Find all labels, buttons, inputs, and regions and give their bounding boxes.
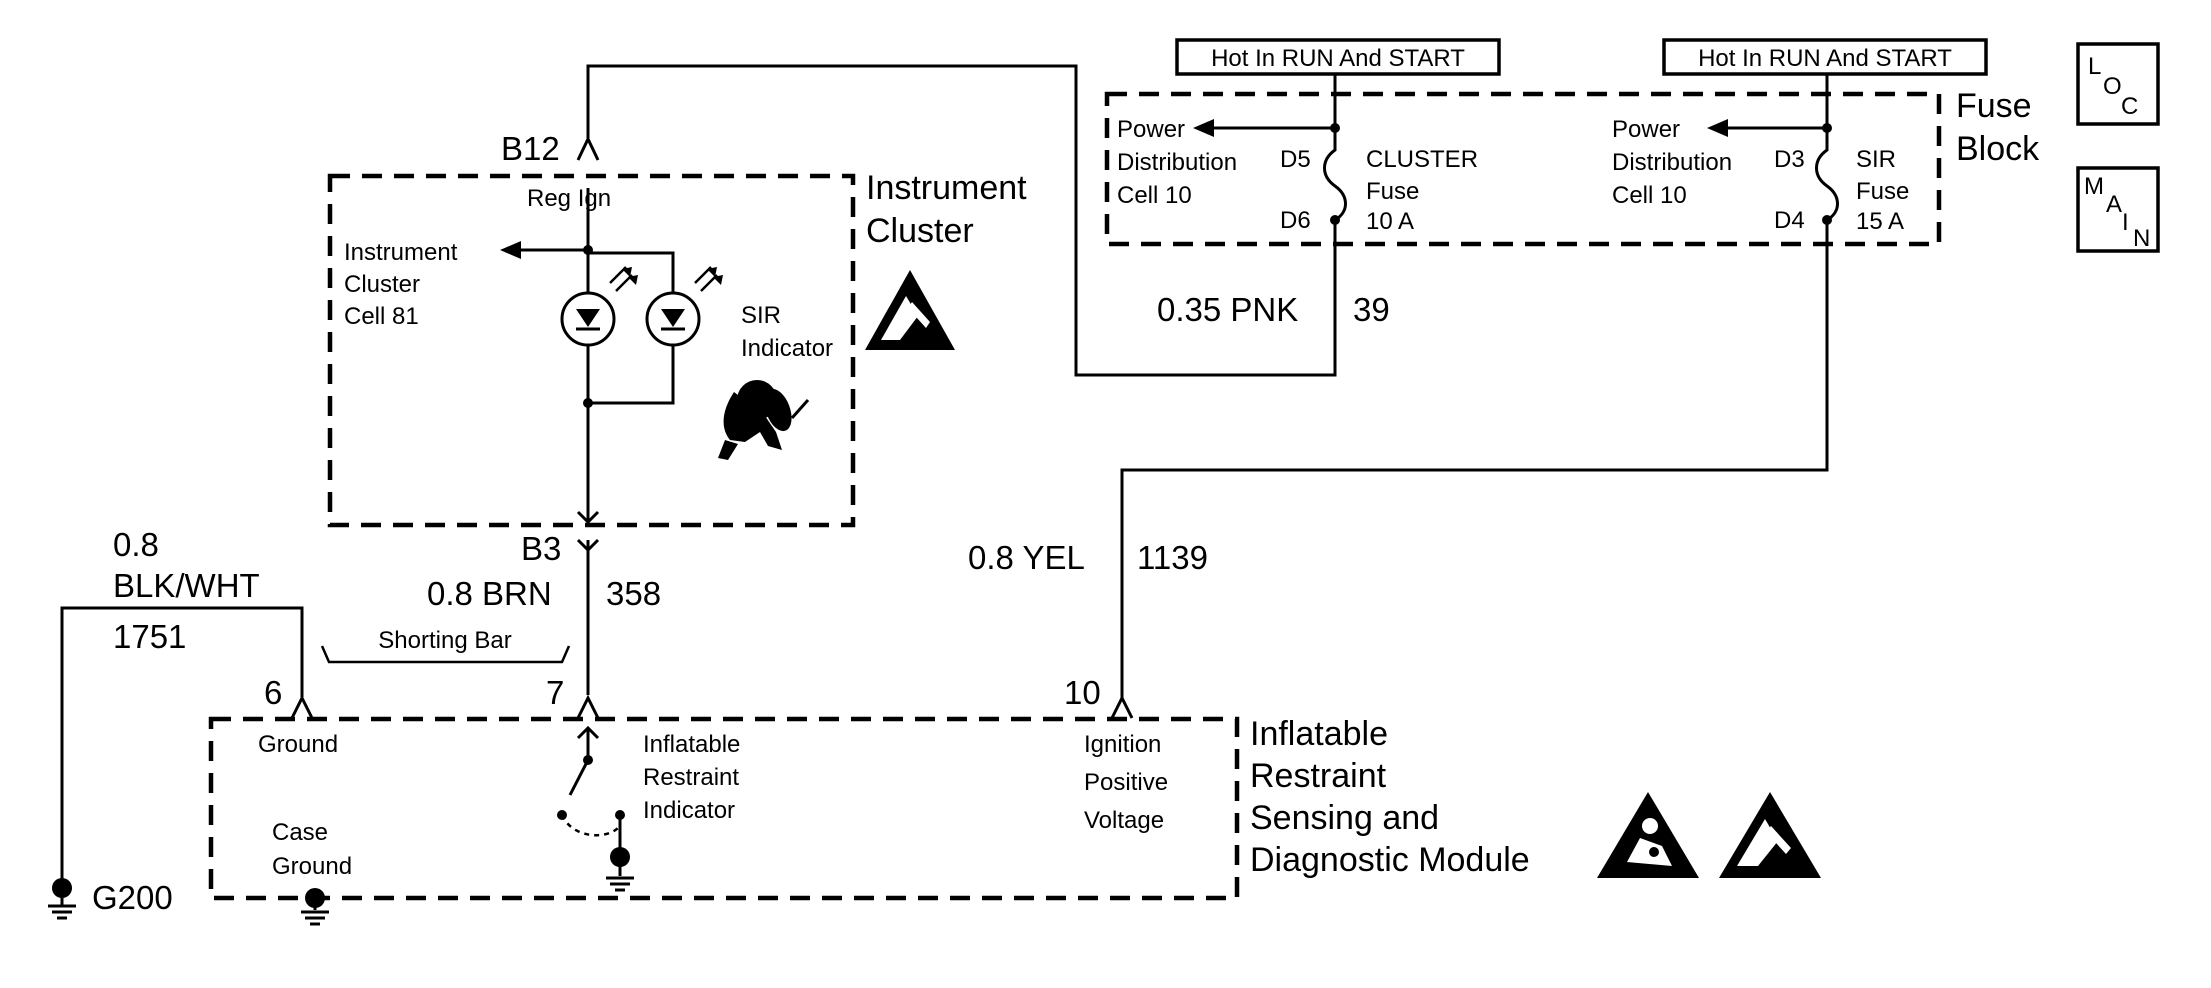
loc-letter-l: L bbox=[2088, 53, 2101, 80]
hot-label-right: Hot In RUN And START bbox=[1698, 45, 1952, 72]
cluster-pdc-line1: Power bbox=[1117, 116, 1185, 143]
iri-line2: Restraint bbox=[643, 764, 739, 791]
connector-pin-10 bbox=[1110, 694, 1134, 719]
airbag-occupant-icon bbox=[718, 380, 810, 460]
loc-letter-c: C bbox=[2121, 93, 2138, 120]
pin-10-label: 10 bbox=[1064, 674, 1101, 711]
cluster-pdc-line3: Cell 10 bbox=[1117, 182, 1192, 209]
cluster-cell-line1: Instrument bbox=[344, 239, 458, 266]
esd-warning-icon-module bbox=[1719, 792, 1821, 878]
connector-b3 bbox=[576, 538, 600, 553]
wire-blk-wht-1751 bbox=[60, 606, 304, 888]
module-title: Inflatable bbox=[1250, 715, 1388, 753]
loc-box bbox=[2076, 42, 2160, 126]
instrument-cluster-title: Instrument bbox=[866, 169, 1027, 207]
fuse-block-outline bbox=[1104, 91, 1942, 247]
cluster-internal-wiring bbox=[583, 188, 675, 520]
g200-label: G200 bbox=[92, 879, 173, 916]
instrument-cluster-outline bbox=[327, 173, 856, 528]
sir-pdc-line1: Power bbox=[1612, 116, 1680, 143]
module-ground-label: Ground bbox=[258, 731, 338, 758]
connector-pin-7 bbox=[576, 694, 600, 719]
shorting-bar bbox=[320, 645, 571, 664]
module-outline bbox=[208, 716, 1240, 901]
hot-label-left-box bbox=[1175, 38, 1501, 76]
connector-b12-label: B12 bbox=[501, 130, 560, 167]
hot-label-left: Hot In RUN And START bbox=[1211, 45, 1465, 72]
module-title-4: Diagnostic Module bbox=[1250, 841, 1530, 879]
sir-fuse-name: SIR bbox=[1856, 146, 1896, 173]
cluster-fuse-rating: 10 A bbox=[1366, 208, 1414, 235]
module-title-2: Restraint bbox=[1250, 757, 1387, 795]
connector-b3-label: B3 bbox=[521, 530, 561, 567]
shorting-bar-label: Shorting Bar bbox=[378, 627, 511, 654]
led-left-icon bbox=[560, 266, 638, 347]
cluster-fuse-name: CLUSTER bbox=[1366, 146, 1478, 173]
loc-letter-o: O bbox=[2103, 73, 2122, 100]
wire-pnk-color: 0.35 PNK bbox=[1157, 291, 1298, 328]
cluster-fuse-name-2: Fuse bbox=[1366, 178, 1419, 205]
fuse-block-title-2: Block bbox=[1956, 130, 2040, 168]
module-title-3: Sensing and bbox=[1250, 799, 1439, 837]
ipv-line2: Positive bbox=[1084, 769, 1168, 796]
case-ground-line1: Case bbox=[272, 819, 328, 846]
indicator-switch-icon bbox=[557, 725, 634, 892]
connector-b3-arrow bbox=[576, 510, 600, 525]
sir-pdc-line3: Cell 10 bbox=[1612, 182, 1687, 209]
esd-warning-icon bbox=[865, 270, 955, 350]
wire-yel-color: 0.8 YEL bbox=[968, 539, 1085, 576]
pin-7-label: 7 bbox=[546, 674, 564, 711]
led-right-icon bbox=[645, 266, 723, 347]
cluster-pdc-line2: Distribution bbox=[1117, 149, 1237, 176]
fuse-block-title: Fuse bbox=[1956, 87, 2032, 125]
sir-fuse-rating: 15 A bbox=[1856, 208, 1904, 235]
reg-ign-label: Reg Ign bbox=[527, 185, 611, 212]
iri-line3: Indicator bbox=[643, 797, 735, 824]
connector-pin-6 bbox=[290, 694, 314, 719]
sir-fuse-name-2: Fuse bbox=[1856, 178, 1909, 205]
wire-blk-circuit: 1751 bbox=[113, 618, 186, 655]
cluster-pin-d5: D5 bbox=[1280, 146, 1311, 173]
instrument-cluster-title-2: Cluster bbox=[866, 212, 974, 250]
wire-yel-1139 bbox=[1120, 220, 1829, 700]
cluster-cell-line2: Cluster bbox=[344, 271, 420, 298]
wire-brn-color: 0.8 BRN bbox=[427, 575, 552, 612]
wire-blk-line2: BLK/WHT bbox=[113, 567, 260, 604]
connector-b12 bbox=[576, 135, 600, 161]
main-box bbox=[2076, 166, 2160, 253]
wire-pnk-circuit: 39 bbox=[1353, 291, 1390, 328]
g200-ground-icon bbox=[48, 878, 76, 920]
sir-indicator-line1: SIR bbox=[741, 302, 781, 329]
wire-brn-circuit: 358 bbox=[606, 575, 661, 612]
sir-indicator-line2: Indicator bbox=[741, 335, 833, 362]
wire-yel-circuit: 1139 bbox=[1137, 539, 1208, 576]
hot-label-right-box bbox=[1662, 38, 1988, 76]
sir-fuse bbox=[1707, 119, 1839, 225]
sir-pin-d4: D4 bbox=[1774, 207, 1805, 234]
ipv-line1: Ignition bbox=[1084, 731, 1161, 758]
wire-pnk-39 bbox=[586, 64, 1337, 377]
ipv-line3: Voltage bbox=[1084, 807, 1164, 834]
pin-6-label: 6 bbox=[264, 674, 282, 711]
main-letter-i: I bbox=[2122, 209, 2129, 236]
sir-pdc-line2: Distribution bbox=[1612, 149, 1732, 176]
case-ground-icon bbox=[301, 888, 329, 926]
case-ground-line2: Ground bbox=[272, 853, 352, 880]
cluster-cell-line3: Cell 81 bbox=[344, 303, 419, 330]
sir-pin-d3: D3 bbox=[1774, 146, 1805, 173]
main-letter-n: N bbox=[2133, 225, 2150, 252]
wire-blk-line1: 0.8 bbox=[113, 526, 159, 563]
sir-warning-icon bbox=[1597, 792, 1699, 878]
iri-line1: Inflatable bbox=[643, 731, 740, 758]
cluster-fuse bbox=[1193, 119, 1347, 225]
cluster-pin-d6: D6 bbox=[1280, 207, 1311, 234]
main-letter-m: M bbox=[2084, 173, 2104, 200]
main-letter-a: A bbox=[2106, 191, 2122, 218]
